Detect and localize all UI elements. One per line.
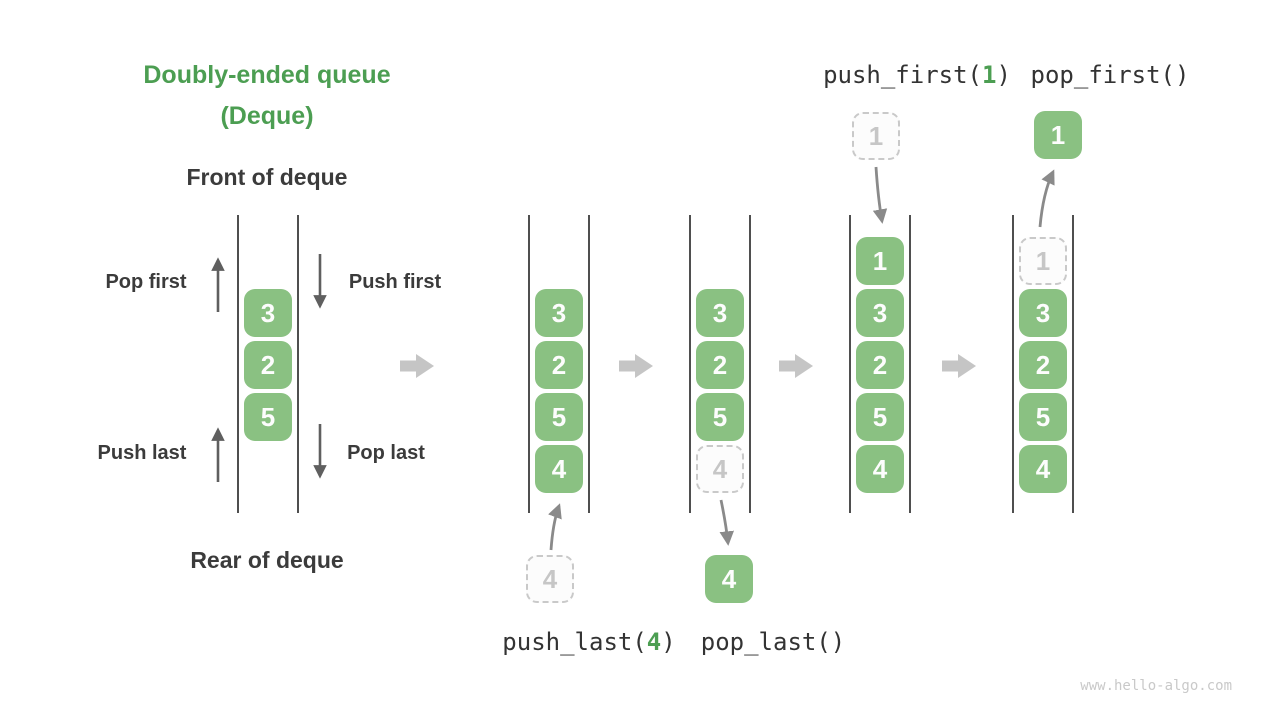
queue-wall-right <box>1072 215 1074 513</box>
push-last-code-suffix: ) <box>661 628 676 656</box>
deque-cell: 5 <box>1019 393 1067 441</box>
deque-cell: 3 <box>856 289 904 337</box>
deque-cell: 2 <box>535 341 583 389</box>
floating-cell-incoming-4-ghost: 4 <box>526 555 574 603</box>
deque-cell-ghost: 4 <box>696 445 744 493</box>
push-last-code-arg: 4 <box>646 628 662 656</box>
state-transition-arrow-2 <box>619 354 653 378</box>
push-first-code-prefix: push_first( <box>823 61 983 89</box>
deque-cell: 2 <box>1019 341 1067 389</box>
push-last-code-prefix: push_last( <box>502 628 647 656</box>
push-last-side-label: Push last <box>97 442 187 464</box>
deque-cell: 4 <box>535 445 583 493</box>
deque-cell-ghost: 1 <box>1019 237 1067 285</box>
pop-last-code-label: pop_last() <box>673 628 873 656</box>
queue-wall-left <box>849 215 851 513</box>
deque-cell: 2 <box>856 341 904 389</box>
deque-cell: 2 <box>696 341 744 389</box>
push-first-code-arg: 1 <box>982 61 997 89</box>
push-last-code-label: push_last(4) <box>489 628 689 656</box>
queue-wall-right <box>588 215 590 513</box>
deque-cell: 3 <box>244 289 292 337</box>
floating-cell-popped-1: 1 <box>1034 111 1082 159</box>
queue-wall-right <box>297 215 299 513</box>
pop-first-side-label: Pop first <box>105 271 187 293</box>
deque-cell: 5 <box>856 393 904 441</box>
diagram-title-line1: Doubly-ended queue <box>143 61 391 89</box>
deque-cell: 5 <box>535 393 583 441</box>
rear-of-deque-label: Rear of deque <box>190 547 344 573</box>
deque-cell: 4 <box>1019 445 1067 493</box>
state-transition-arrow-1 <box>400 354 434 378</box>
pop-last-code-prefix: pop_last() <box>700 628 846 656</box>
state-transition-arrow-3 <box>779 354 813 378</box>
front-of-deque-label: Front of deque <box>186 164 348 190</box>
queue-wall-right <box>909 215 911 513</box>
pop-first-code-prefix: pop_first() <box>1030 61 1190 89</box>
queue-wall-left <box>237 215 239 513</box>
push-first-side-label: Push first <box>348 271 442 293</box>
deque-cell: 3 <box>696 289 744 337</box>
diagram-title: Doubly-ended queue (Deque) <box>117 55 417 137</box>
floating-cell-incoming-1-ghost: 1 <box>852 112 900 160</box>
push-first-code-label: push_first(1) <box>817 61 1017 89</box>
deque-cell: 1 <box>856 237 904 285</box>
push-first-code-suffix: ) <box>996 61 1011 89</box>
deque-cell: 3 <box>535 289 583 337</box>
queue-wall-left <box>689 215 691 513</box>
deque-cell: 5 <box>244 393 292 441</box>
deque-cell: 3 <box>1019 289 1067 337</box>
queue-wall-right <box>749 215 751 513</box>
queue-wall-left <box>1012 215 1014 513</box>
watermark: www.hello-algo.com <box>1080 678 1232 694</box>
deque-cell: 2 <box>244 341 292 389</box>
pop-first-code-label: pop_first() <box>1010 61 1210 89</box>
deque-cell: 4 <box>856 445 904 493</box>
diagram-title-line2: (Deque) <box>220 102 314 130</box>
pop-last-side-label: Pop last <box>347 442 425 464</box>
deque-cell: 5 <box>696 393 744 441</box>
queue-wall-left <box>528 215 530 513</box>
state-transition-arrow-4 <box>942 354 976 378</box>
floating-cell-popped-4: 4 <box>705 555 753 603</box>
push-first-connector-arrow <box>872 166 888 224</box>
